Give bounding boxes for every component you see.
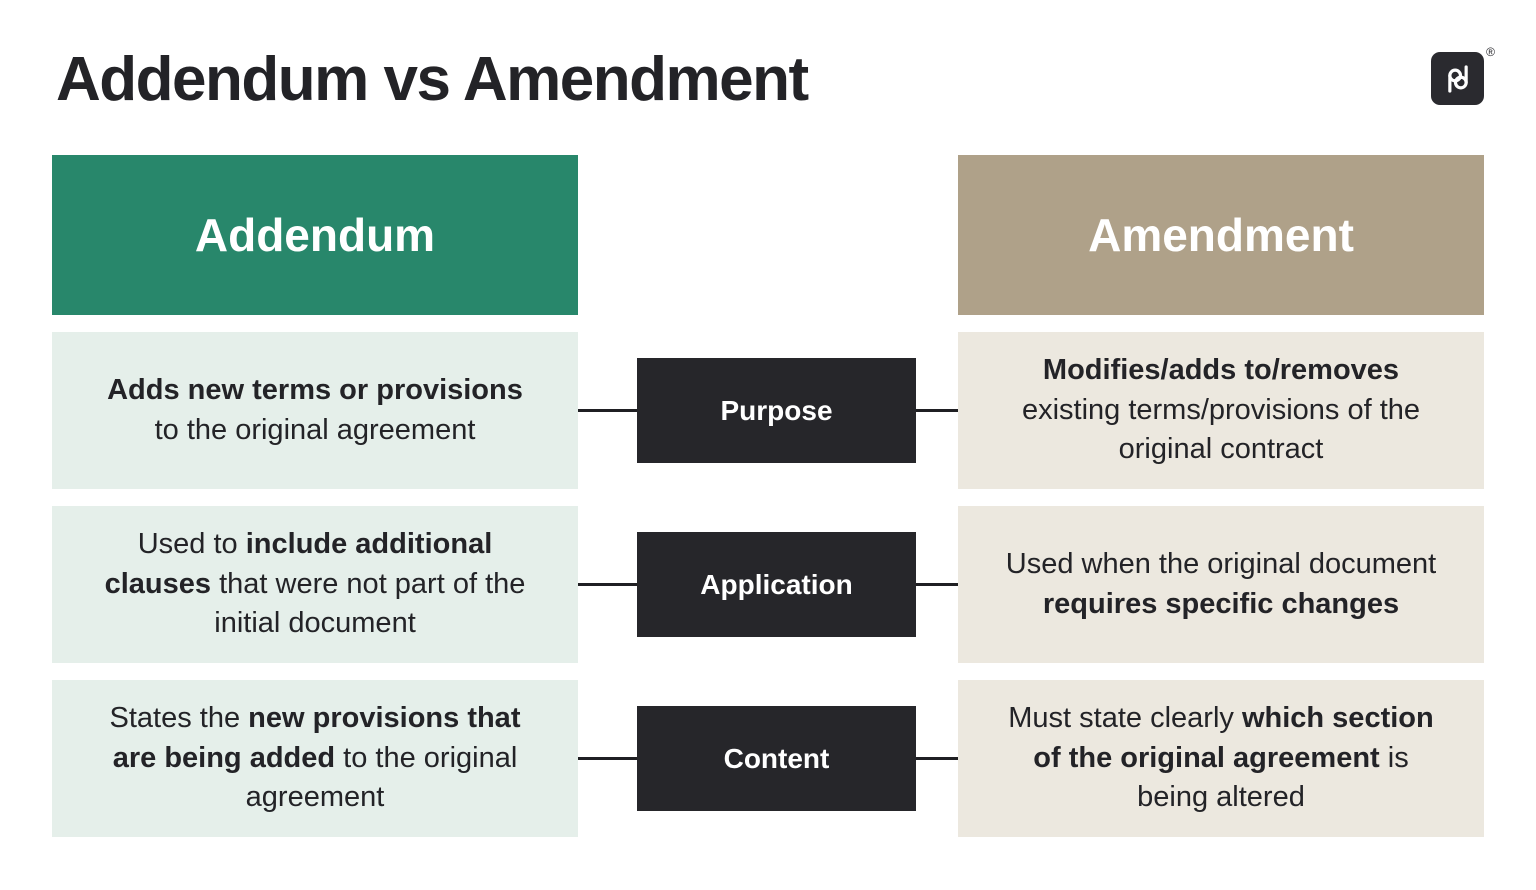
- connector-line: [916, 409, 958, 412]
- pandadoc-logo-box: [1431, 52, 1484, 105]
- pandadoc-pd-mark-icon: [1447, 64, 1468, 93]
- connector-line: [578, 409, 637, 412]
- amendment-content-cell: Must state clearly which section of the …: [958, 680, 1484, 837]
- page-title: Addendum vs Amendment: [56, 45, 809, 114]
- connector-line: [916, 757, 958, 760]
- addendum-application-cell: Used to include additional clauses that …: [52, 506, 578, 663]
- content-row-middle: Content: [578, 680, 958, 837]
- header-spacer: [578, 155, 958, 315]
- row-label-purpose: Purpose: [637, 358, 916, 463]
- connector-line: [578, 757, 637, 760]
- pandadoc-logo: ®: [1431, 45, 1495, 105]
- amendment-purpose-text: Modifies/adds to/removes existing terms/…: [1021, 354, 1421, 466]
- connector-line: [916, 583, 958, 586]
- addendum-column-header: Addendum: [52, 155, 578, 315]
- row-label-application: Application: [637, 532, 916, 637]
- comparison-board: Addendum Amendment Adds new terms or pro…: [52, 155, 1484, 837]
- addendum-application-text: Used to include additional clauses that …: [104, 528, 526, 640]
- application-row-middle: Application: [578, 506, 958, 663]
- connector-line: [578, 583, 637, 586]
- amendment-content-text: Must state clearly which section of the …: [1008, 702, 1434, 814]
- addendum-purpose-text: Adds new terms or provisions to the orig…: [107, 374, 523, 446]
- amendment-application-text: Used when the original document requires…: [1005, 548, 1437, 620]
- purpose-row-middle: Purpose: [578, 332, 958, 489]
- amendment-column-header: Amendment: [958, 155, 1484, 315]
- amendment-application-cell: Used when the original document requires…: [958, 506, 1484, 663]
- registered-trademark-symbol: ®: [1486, 45, 1495, 59]
- addendum-content-text: States the new provisions that are being…: [109, 702, 521, 814]
- addendum-purpose-cell: Adds new terms or provisions to the orig…: [52, 332, 578, 489]
- amendment-purpose-cell: Modifies/adds to/removes existing terms/…: [958, 332, 1484, 489]
- row-label-content: Content: [637, 706, 916, 811]
- addendum-content-cell: States the new provisions that are being…: [52, 680, 578, 837]
